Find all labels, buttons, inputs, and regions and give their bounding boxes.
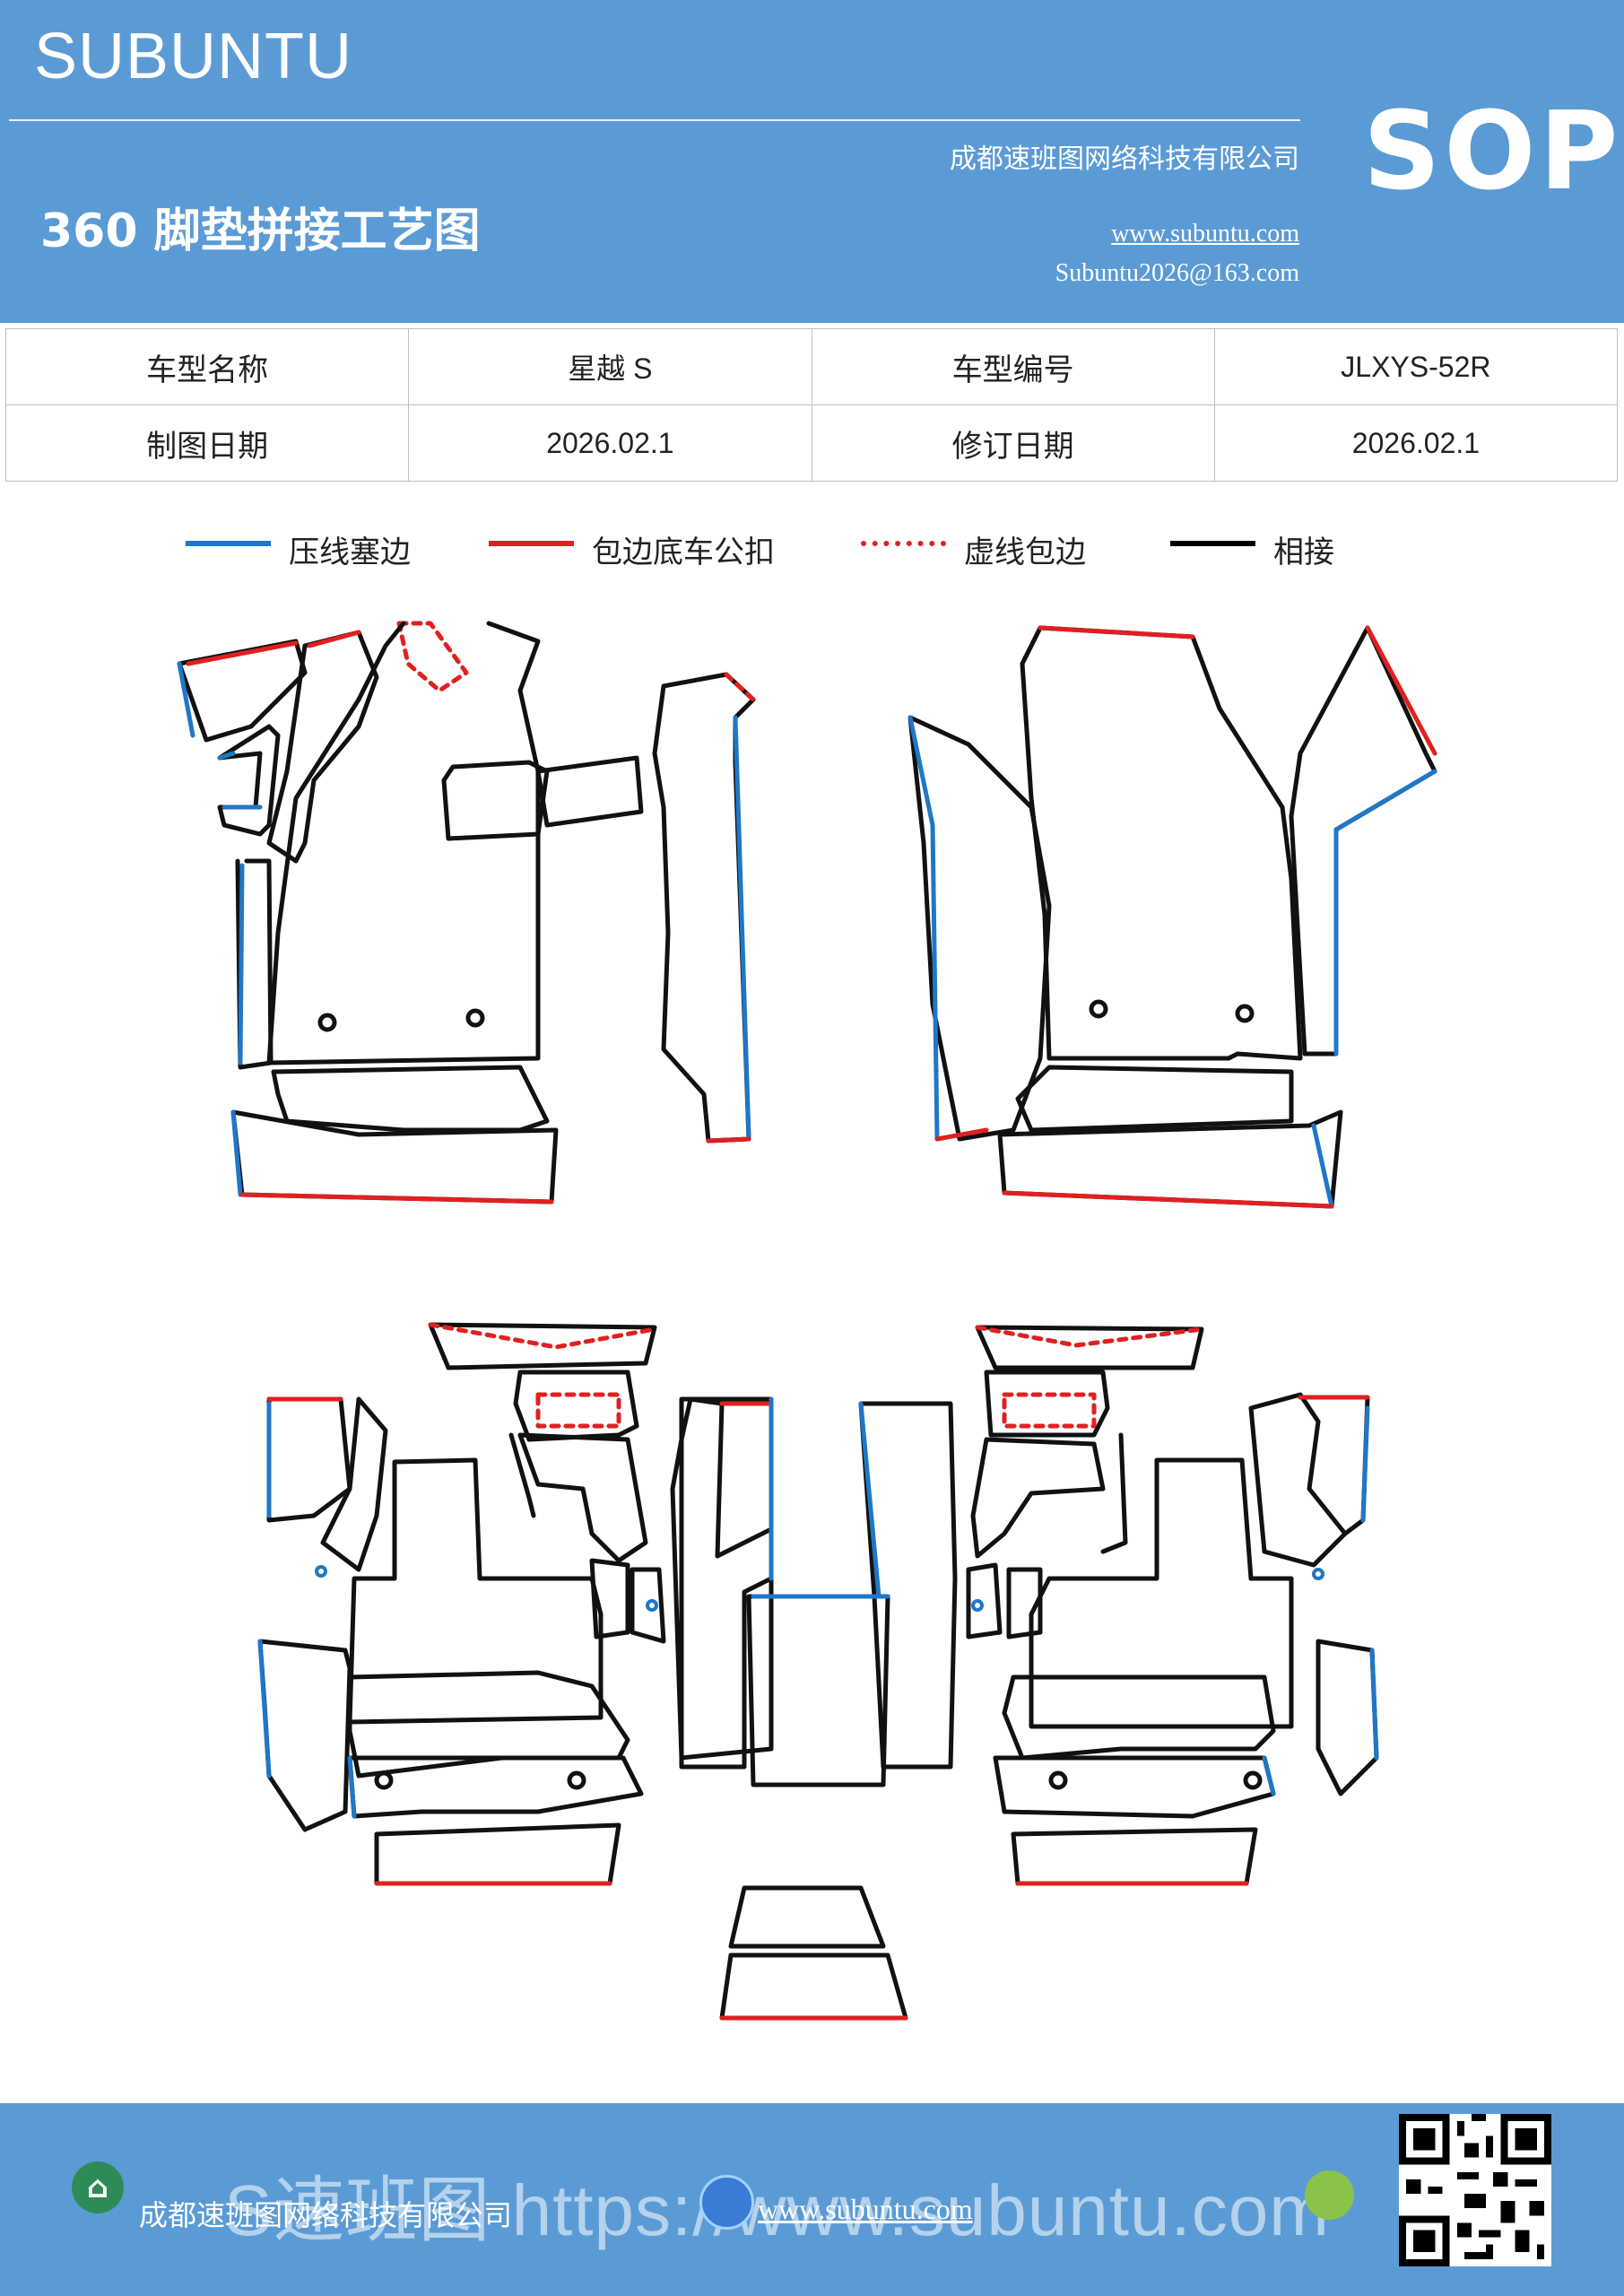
rear-left-mat-group [257,1322,774,1886]
header-banner: SUBUNTU SOP 成都速班图网络科技有限公司 www.subuntu.co… [0,0,1624,323]
label-revise-date: 修订日期 [811,404,1215,482]
document-title: 360 脚垫拼接工艺图 [40,204,481,258]
center-rear-mat-group [679,1396,958,2021]
rear-right-mat-group [966,1325,1379,1886]
label-model-name: 车型名称 [4,328,410,405]
edge-legend: 压线塞边 包边底车公扣 虚线包边 相接 [0,527,1624,572]
legend-swatch-red-dashed [861,541,946,546]
header-company-name: 成都速班图网络科技有限公司 [950,144,1299,175]
floor-mat-diagram [177,621,1437,2021]
vehicle-info-table: 车型名称 星越 S 车型编号 JLXYS-52R 制图日期 2026.02.1 … [4,328,1619,482]
qr-code[interactable] [1399,2114,1551,2266]
leaf-icon [1305,2170,1354,2220]
legend-swatch-blue [186,541,271,546]
brand-logo-text: SUBUNTU [34,21,353,92]
header-website-link[interactable]: www.subuntu.com [1111,220,1299,248]
legend-label: 包边底车公扣 [592,535,775,570]
value-model-name: 星越 S [408,328,812,405]
front-left-mat-group [177,621,756,1205]
building-icon: ⌂ [72,2161,124,2213]
label-model-code: 车型编号 [811,328,1215,405]
table-row: 制图日期 2026.02.1 修订日期 2026.02.1 [4,404,1619,482]
front-right-mat-group [908,625,1437,1209]
legend-swatch-black [1170,541,1255,546]
value-model-code: JLXYS-52R [1213,328,1619,405]
footer-watermark: S速班图 https://www.subuntu.com [224,2170,1330,2250]
header-divider [9,119,1300,121]
legend-label: 压线塞边 [289,535,411,570]
table-row: 车型名称 星越 S 车型编号 JLXYS-52R [4,328,1619,405]
sop-badge: SOP [1363,90,1622,214]
footer-banner: S速班图 https://www.subuntu.com ⌂ 成都速班图网络科技… [0,2103,1624,2296]
value-revise-date: 2026.02.1 [1213,404,1619,482]
legend-swatch-red [489,541,574,546]
legend-label: 相接 [1273,535,1334,570]
footer-website-link[interactable]: www.subuntu.com [758,2193,973,2225]
value-draw-date: 2026.02.1 [408,404,812,482]
globe-icon [699,2175,754,2230]
label-draw-date: 制图日期 [4,404,410,482]
header-email: Subuntu2026@163.com [1055,259,1299,287]
legend-label: 虚线包边 [964,535,1086,570]
footer-company-name: 成都速班图网络科技有限公司 [139,2198,513,2232]
